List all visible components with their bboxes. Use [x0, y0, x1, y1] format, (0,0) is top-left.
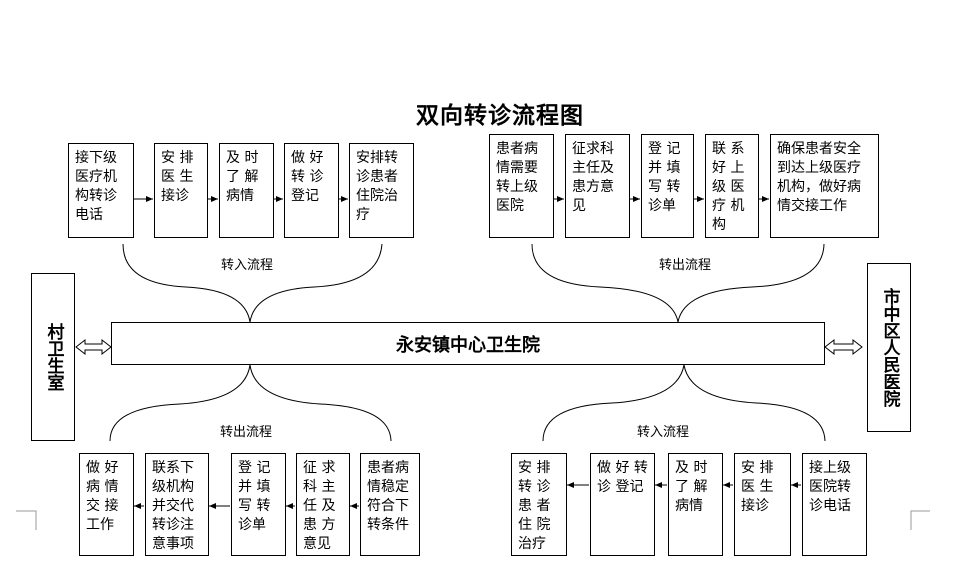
step-bottom-right-2: 安 排 医 生 接诊: [734, 453, 791, 556]
label-bottom-left: 转出流程: [220, 425, 273, 440]
label-top-left: 转入流程: [221, 258, 274, 273]
step-top-right-5: 确保患者安全到达上级医疗机构，做好病情交接工作: [770, 134, 879, 238]
label-bottom-right: 转入流程: [637, 425, 690, 440]
step-bottom-left-3: 登 记 并 填 写 转 诊单: [231, 453, 286, 556]
step-top-left-3: 及 时 了 解 病情: [219, 143, 274, 238]
step-top-right-1: 患者病情需要转上级医院: [489, 134, 554, 238]
corner-mark-right: [910, 510, 930, 530]
corner-mark-left: [16, 510, 37, 530]
diagram-title: 双向转诊流程图: [416, 102, 584, 129]
step-bottom-left-4: 联系下级机构并交代转诊注意事项: [145, 453, 209, 556]
double-arrow-right: [824, 338, 863, 356]
step-bottom-left-2: 征 求 科 主 任 及 患 方 意见: [296, 453, 350, 556]
step-top-right-2: 征求科主任及患方意见: [565, 134, 630, 238]
step-bottom-left-5: 做 好 病 情 交 接 工作: [79, 453, 134, 556]
central-hospital-box: 永安镇中心卫生院: [111, 322, 825, 365]
step-top-left-2: 安 排 医 生 接诊: [154, 143, 208, 238]
double-arrow-left: [75, 338, 112, 356]
brace-bottom-right: [542, 364, 826, 442]
step-top-left-4: 做 好 转 诊 登记: [284, 143, 339, 238]
village-clinic-box: 村卫生室: [31, 273, 75, 441]
step-bottom-right-4: 做 好 转 诊 登记: [590, 453, 655, 556]
label-top-right: 转出流程: [659, 258, 712, 273]
city-hospital-box: 市中区人民医院: [867, 263, 911, 432]
step-top-right-3: 登 记 并 填 写 转 诊单: [641, 134, 694, 238]
step-top-right-4: 联 系 好 上 级 医 疗 机 构: [705, 134, 759, 238]
step-top-left-1: 接下级医疗机构转诊电话: [68, 143, 134, 238]
step-bottom-left-1: 患者病情稳定符合下转条件: [360, 453, 420, 556]
step-bottom-right-5: 安 排 转 诊 患 者 住 院 治疗: [511, 453, 567, 556]
step-top-left-5: 安排转诊患者住院治疗: [349, 143, 414, 238]
brace-bottom-left: [109, 364, 392, 442]
step-bottom-right-1: 接上级医院转诊电话: [802, 453, 867, 556]
step-bottom-right-3: 及 时 了 解 病情: [668, 453, 723, 556]
brace-top-right: [531, 243, 825, 323]
